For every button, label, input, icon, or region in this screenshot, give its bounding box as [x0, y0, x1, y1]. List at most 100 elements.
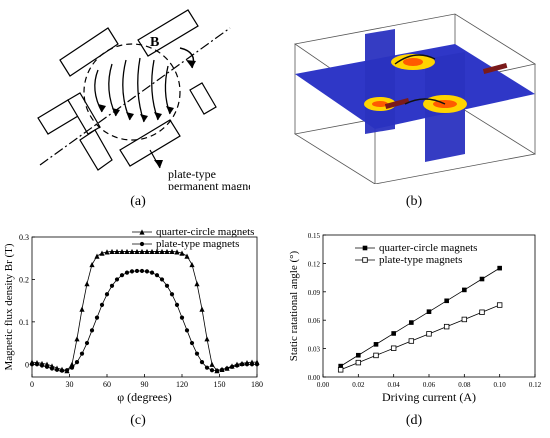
data-point	[159, 248, 165, 255]
x-tick-label: 120	[176, 380, 188, 389]
data-point	[94, 315, 100, 320]
data-point	[239, 362, 245, 367]
data-point	[114, 248, 120, 255]
data-point	[189, 340, 195, 346]
series-line	[32, 270, 257, 372]
caption-b: (b)	[405, 194, 423, 209]
data-point	[74, 360, 80, 365]
data-point	[224, 366, 230, 371]
data-point	[199, 306, 205, 312]
data-point	[479, 309, 485, 315]
panel-a-schematic: B plate-type permanent magnets	[37, 9, 250, 190]
data-point	[59, 368, 65, 373]
x-tick-label: 0.02	[352, 381, 365, 389]
data-point	[124, 270, 130, 275]
data-point	[209, 361, 215, 367]
series-line	[340, 267, 500, 367]
data-point	[219, 367, 225, 372]
data-point	[69, 365, 75, 370]
x-tick-label: 0.06	[423, 381, 436, 389]
data-point	[94, 253, 100, 259]
rotor-circle	[83, 43, 181, 141]
x-tick-label: 0.12	[529, 381, 542, 389]
data-point	[134, 248, 140, 255]
data-point	[204, 336, 210, 342]
data-point	[79, 351, 85, 356]
x-tick-label: 60	[103, 380, 111, 389]
x-axis-label: Driving current (A)	[382, 390, 476, 404]
y-tick-label: 0.12	[308, 260, 321, 268]
magnet-bar-2	[384, 97, 410, 110]
data-point	[244, 362, 250, 367]
data-point	[149, 270, 155, 275]
data-point	[408, 338, 415, 344]
data-point	[209, 368, 215, 373]
legend-label: quarter-circle magnets	[379, 242, 477, 254]
y-tick-label: 0.03	[308, 346, 321, 354]
data-point	[109, 248, 115, 255]
data-point	[373, 342, 379, 347]
magnet-top-right	[137, 9, 199, 57]
caption-a: (a)	[130, 194, 146, 209]
panel-b-simulation	[293, 13, 537, 184]
data-point	[144, 248, 150, 255]
data-point	[356, 352, 361, 358]
data-point	[169, 292, 175, 297]
data-point	[69, 361, 75, 367]
series-line	[31, 251, 257, 372]
x-tick-label: 0	[30, 380, 34, 389]
data-point	[99, 250, 105, 256]
data-point	[154, 248, 160, 255]
data-point	[496, 302, 503, 308]
legend-marker	[362, 257, 368, 263]
magnet-bar-1	[482, 62, 508, 75]
data-point	[189, 261, 195, 268]
data-point	[104, 249, 110, 255]
y-tick-label: 0.00	[308, 374, 321, 382]
data-point	[249, 362, 255, 367]
field-label: B	[150, 35, 159, 50]
x-tick-label: 0.04	[388, 381, 401, 389]
data-point	[134, 268, 140, 274]
data-point	[409, 320, 414, 325]
data-point	[229, 364, 235, 369]
data-point	[164, 248, 170, 255]
data-point	[204, 365, 210, 370]
magnet-bottom-right	[119, 119, 181, 167]
data-point	[194, 281, 200, 287]
legend-marker	[139, 229, 145, 235]
field-plane-vertical-1	[365, 29, 395, 134]
legend-label: plate-type magnets	[379, 254, 462, 266]
data-point	[426, 331, 432, 337]
data-point	[194, 351, 200, 356]
data-point	[79, 306, 85, 312]
caption-c: (c)	[130, 413, 146, 428]
data-point	[164, 283, 170, 288]
data-point	[169, 248, 175, 255]
data-point	[49, 366, 55, 371]
data-point	[462, 287, 467, 293]
data-point	[84, 340, 90, 346]
data-point	[179, 250, 185, 256]
data-point	[129, 248, 135, 255]
data-point	[99, 302, 105, 307]
field-plane-horizontal	[295, 44, 535, 129]
data-point	[338, 363, 343, 369]
data-point	[390, 345, 397, 351]
x-tick-label: 150	[214, 380, 226, 389]
x-tick-label: 0.00	[317, 381, 330, 389]
data-point	[497, 265, 502, 271]
data-point	[109, 283, 115, 288]
data-point	[89, 328, 95, 333]
field-lines	[94, 57, 171, 123]
magnet-label-line2: permanent magnets	[168, 179, 250, 190]
y-tick-label: 0.09	[308, 289, 321, 297]
data-point	[337, 367, 344, 373]
data-point	[391, 331, 396, 336]
data-point	[114, 277, 120, 282]
data-point	[84, 281, 90, 287]
data-point	[74, 336, 80, 342]
magnet-label-line1: plate-type	[168, 167, 216, 181]
data-point	[29, 362, 35, 367]
